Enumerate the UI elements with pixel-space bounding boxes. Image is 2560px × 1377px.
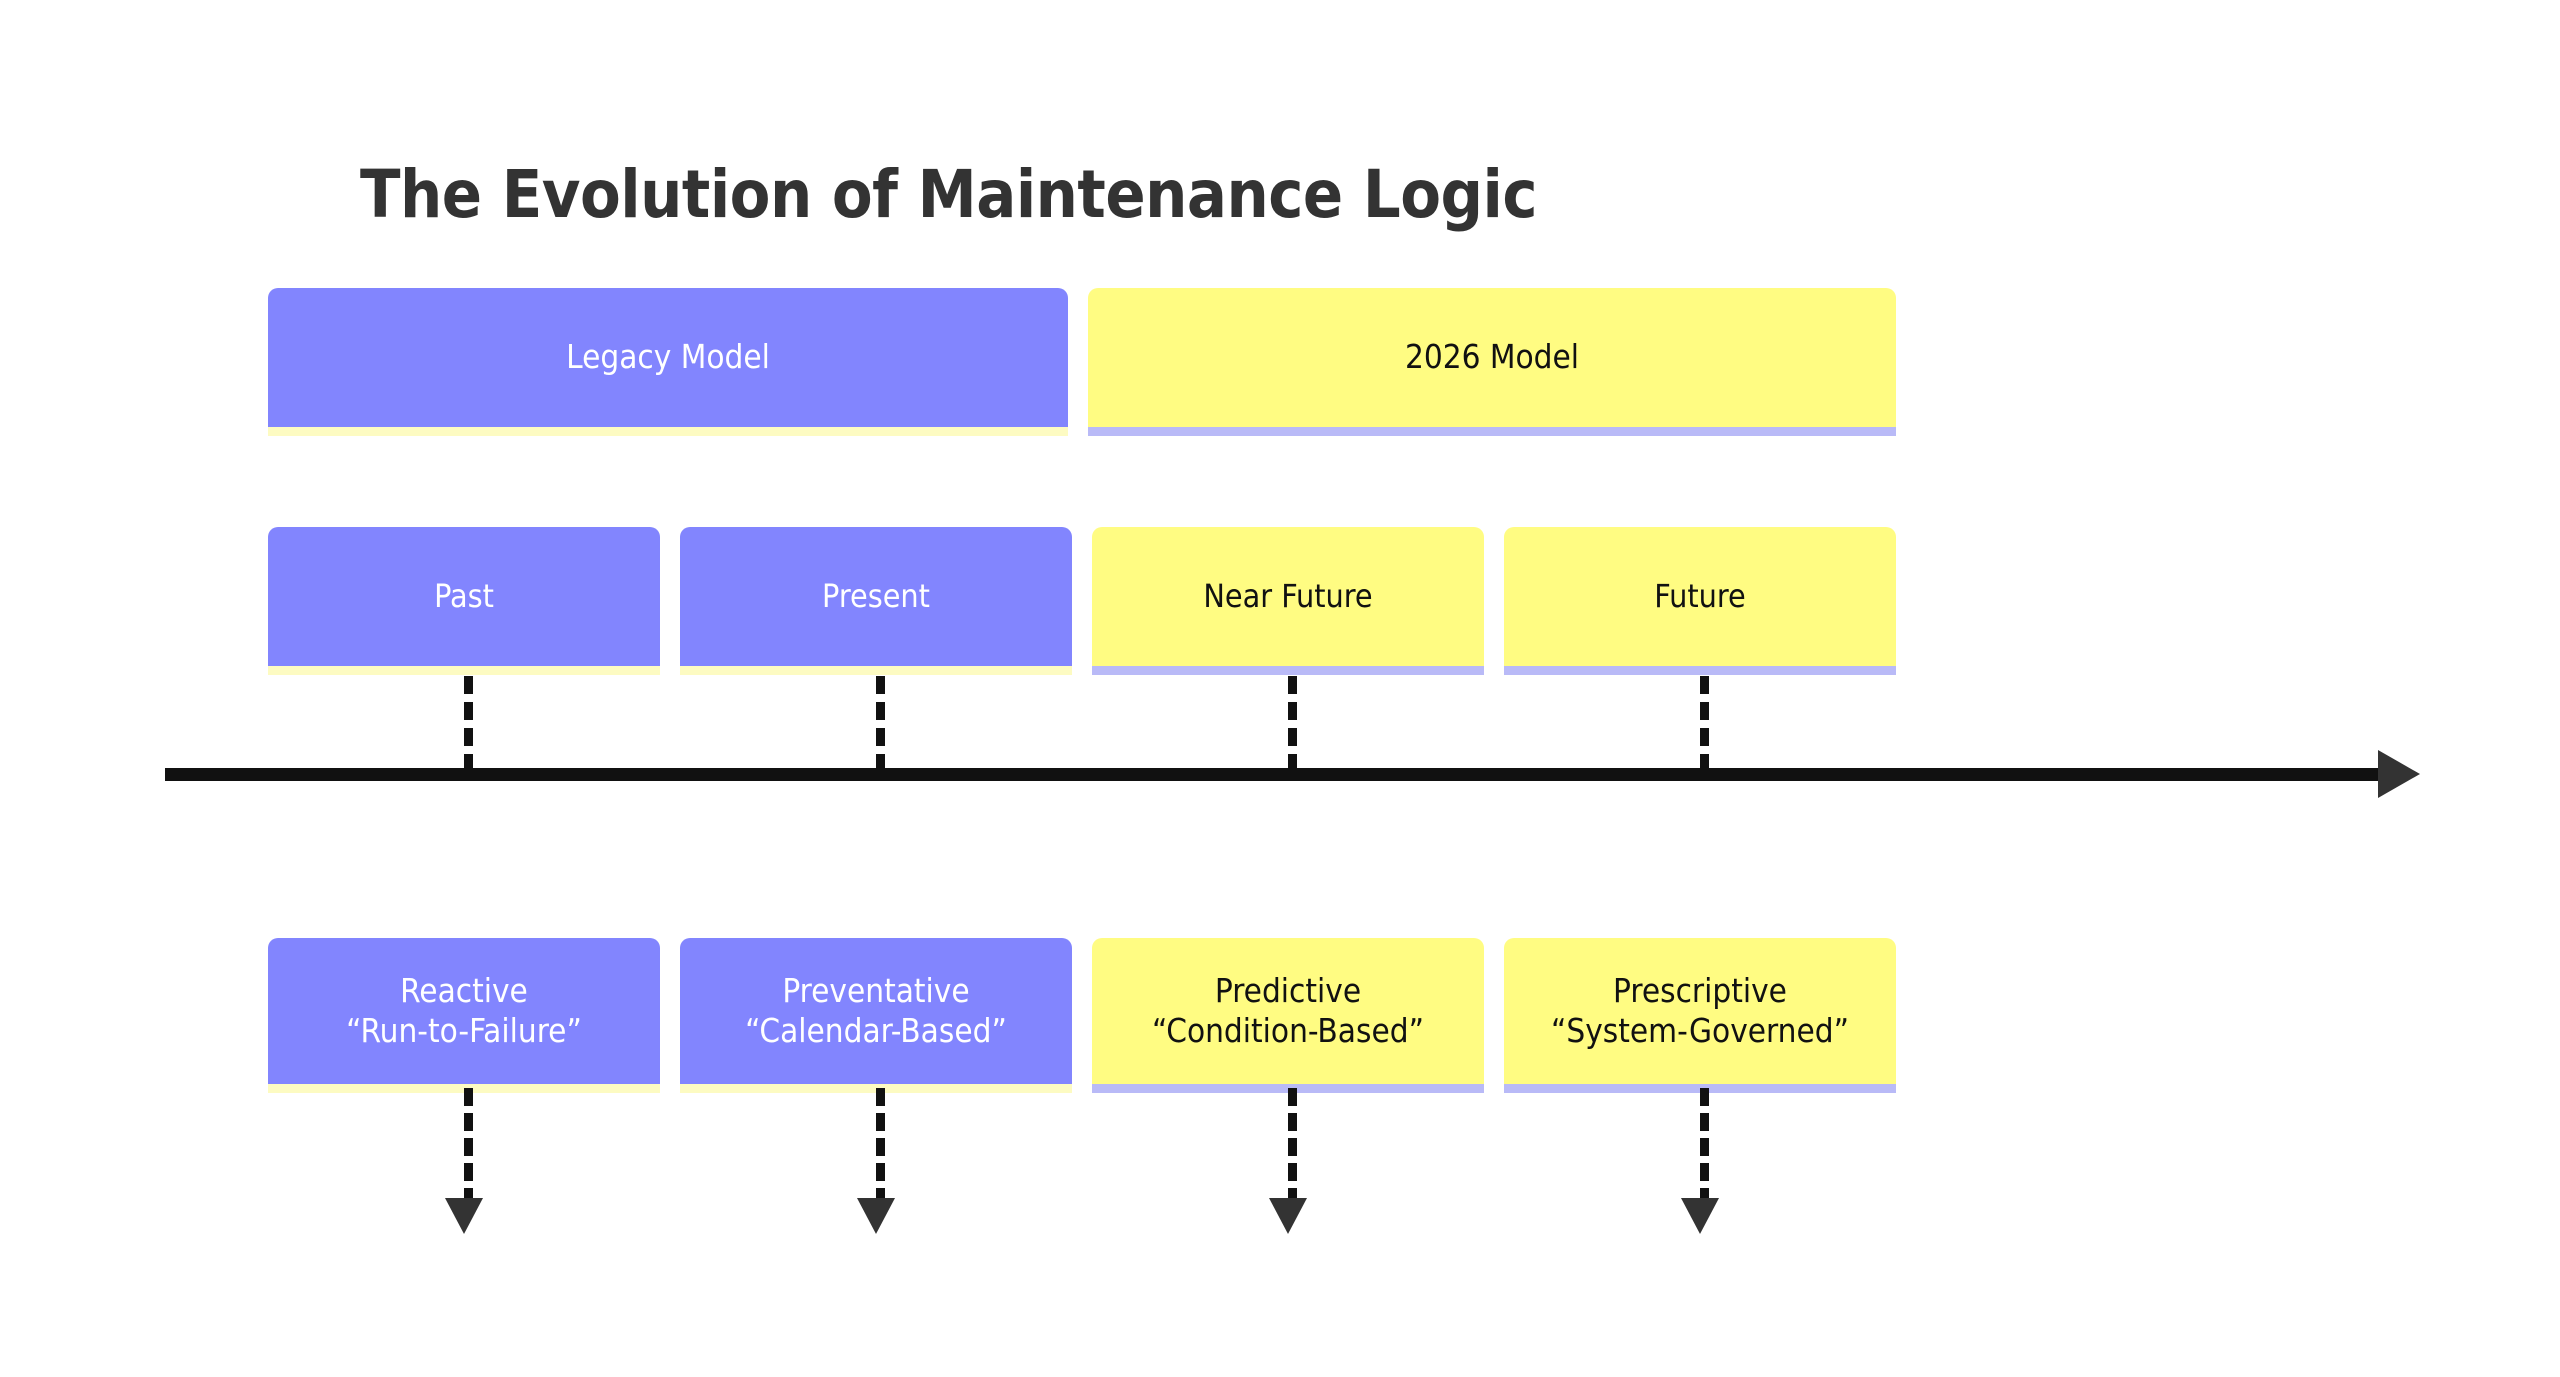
method-box-predictive: Predictive “Condition-Based” — [1092, 938, 1484, 1093]
connector-prescriptive-down — [1700, 1088, 1709, 1206]
method-box-preventative: Preventative “Calendar-Based” — [680, 938, 1072, 1093]
connector-near-future-to-axis — [1288, 676, 1297, 772]
connector-preventative-down — [876, 1088, 885, 1206]
connector-past-to-axis — [464, 676, 473, 772]
connector-predictive-down — [1288, 1088, 1297, 1206]
down-arrow-icon-prescriptive — [1681, 1198, 1719, 1234]
page-title: The Evolution of Maintenance Logic — [360, 156, 1538, 233]
down-arrow-icon-preventative — [857, 1198, 895, 1234]
connector-reactive-down — [464, 1088, 473, 1206]
era-box-future: Future — [1504, 527, 1896, 675]
era-box-present: Present — [680, 527, 1072, 675]
method-box-prescriptive: Prescriptive “System-Governed” — [1504, 938, 1896, 1093]
timeline-arrow-icon — [2378, 750, 2420, 798]
timeline-axis-line — [165, 768, 2390, 781]
connector-future-to-axis — [1700, 676, 1709, 772]
banner-2026-model: 2026 Model — [1088, 288, 1896, 436]
down-arrow-icon-reactive — [445, 1198, 483, 1234]
era-box-near-future: Near Future — [1092, 527, 1484, 675]
down-arrow-icon-predictive — [1269, 1198, 1307, 1234]
connector-present-to-axis — [876, 676, 885, 772]
banner-legacy-model: Legacy Model — [268, 288, 1068, 436]
era-box-past: Past — [268, 527, 660, 675]
method-box-reactive: Reactive “Run-to-Failure” — [268, 938, 660, 1093]
